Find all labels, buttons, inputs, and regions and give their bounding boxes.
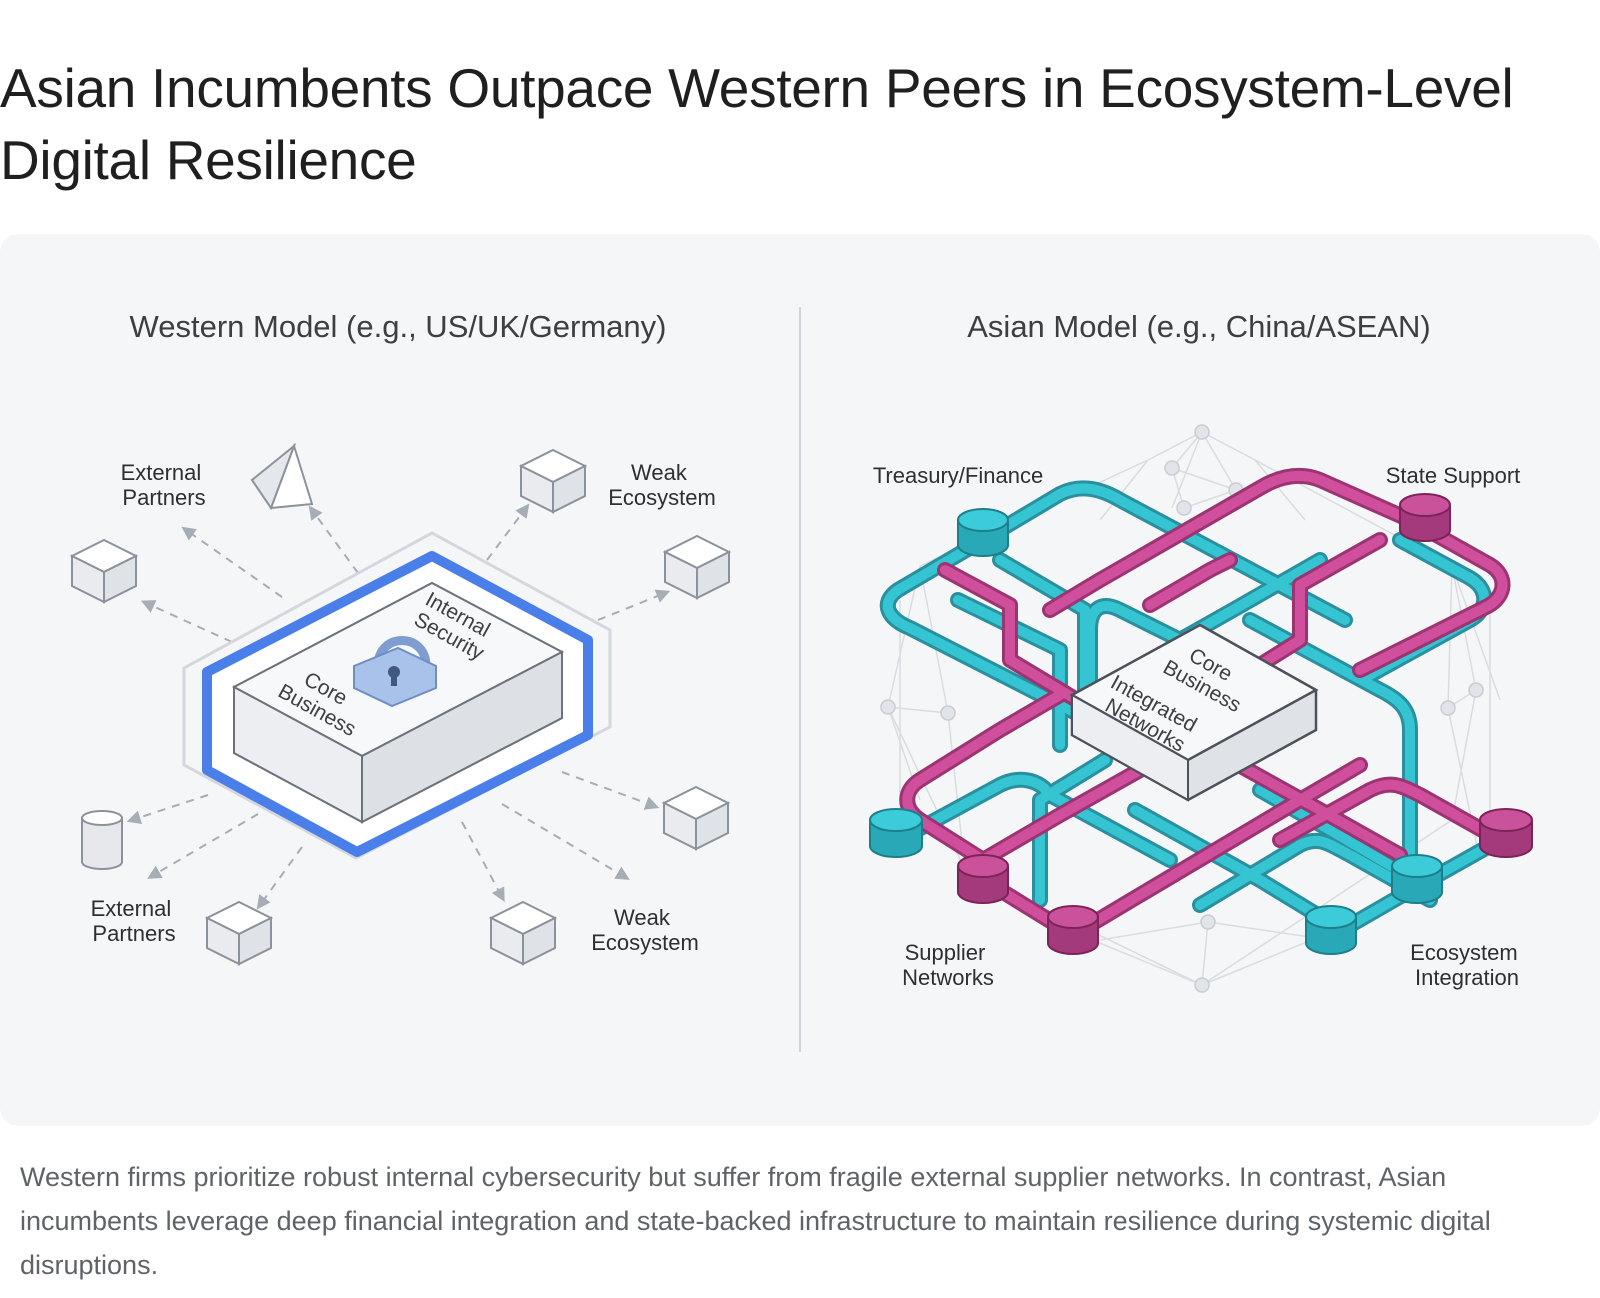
prism-node: [250, 442, 314, 511]
cube-node: [490, 901, 556, 965]
magenta-node-right: [1479, 808, 1533, 858]
teal-node-treasury: [957, 508, 1009, 557]
state-support-label: State Support: [1386, 463, 1521, 488]
caption-text: Western firms prioritize robust internal…: [20, 1162, 1491, 1280]
treasury-finance-label: Treasury/Finance: [873, 463, 1043, 488]
page-title: Asian Incumbents Outpace Western Peers i…: [0, 57, 1514, 191]
supplier-networks-label: Supplier Networks: [902, 940, 994, 990]
cube-node: [664, 535, 730, 599]
teal-node-left: [869, 808, 923, 858]
teal-node-right: [1391, 854, 1443, 904]
lock-icon: [353, 636, 437, 708]
cube-node: [663, 786, 729, 850]
external-partners-bottom-label: External Partners: [91, 896, 178, 946]
cube-node: [71, 539, 137, 603]
weak-ecosystem-bottom-label: Weak Ecosystem: [591, 905, 699, 955]
magenta-node-supplier: [957, 854, 1009, 904]
core-hub-block: [1069, 623, 1319, 802]
dashed-arrows: [126, 503, 671, 910]
magenta-pipes: [899, 467, 1511, 943]
magenta-node-bottom: [1047, 905, 1099, 955]
weak-ecosystem-top-label: Weak Ecosystem: [608, 460, 716, 510]
cube-node: [520, 449, 586, 513]
asian-heading: Asian Model (e.g., China/ASEAN): [967, 309, 1431, 344]
mesh-dots: [880, 424, 1484, 993]
ecosystem-integration-label: Ecosystem Integration: [1410, 940, 1524, 990]
cylinder-node: [81, 810, 123, 870]
cube-node: [206, 901, 272, 965]
magenta-node-state: [1399, 493, 1451, 542]
external-partners-top-label: External Partners: [121, 460, 208, 510]
teal-node-bottom: [1305, 905, 1357, 955]
outer-shield-outline: [182, 531, 612, 860]
western-heading: Western Model (e.g., US/UK/Germany): [130, 309, 667, 344]
